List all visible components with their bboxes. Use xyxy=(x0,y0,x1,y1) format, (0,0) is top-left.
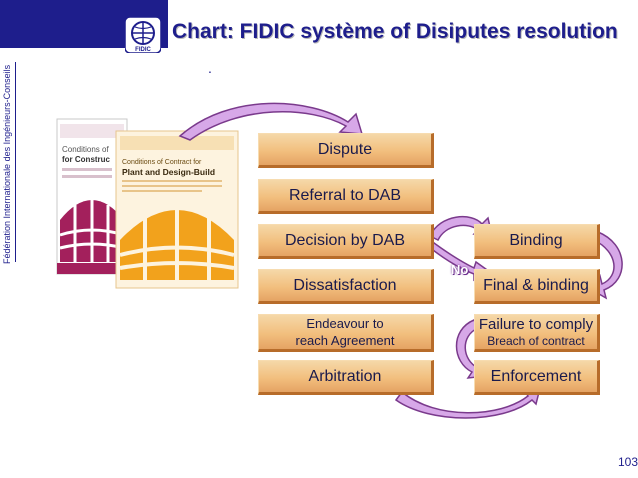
endeavour-box: Endeavour to reach Agreement xyxy=(258,314,434,352)
plant-design-build-cover: Conditions of Contract for Plant and Des… xyxy=(115,130,239,289)
front-cover-line1: Conditions of Contract for xyxy=(122,159,202,166)
no-label: No xyxy=(451,262,469,277)
construction-contract-cover: Conditions of for Construc xyxy=(56,118,128,275)
title-dot: . xyxy=(208,60,212,76)
page-title: Chart: FIDIC système of Disiputes resolu… xyxy=(172,20,618,43)
dispute-box: Dispute xyxy=(258,133,434,168)
dispute-label: Dispute xyxy=(317,140,373,158)
final-binding-label: Final & binding xyxy=(483,276,589,294)
endeavour-label-line1: Endeavour to xyxy=(306,316,384,331)
fidic-logo: FIDIC xyxy=(125,17,161,53)
binding-box: Binding xyxy=(474,224,600,259)
binding-label: Binding xyxy=(509,231,563,249)
back-cover-line2: for Construc xyxy=(62,155,111,164)
arbitration-to-enforcement-arrow xyxy=(394,387,541,419)
back-cover-line1: Conditions of xyxy=(62,145,109,154)
arbitration-box: Arbitration xyxy=(258,360,434,395)
failure-label-line2: Breach of contract xyxy=(487,333,585,348)
endeavour-label-line2: reach Agreement xyxy=(295,333,395,348)
front-cover-line2: Plant and Design-Build xyxy=(122,167,215,177)
enforcement-label: Enforcement xyxy=(490,367,582,385)
failure-box: Failure to comply Breach of contract xyxy=(474,314,600,352)
decision-box: Decision by DAB xyxy=(258,224,434,259)
sidebar-divider xyxy=(15,62,16,262)
dissatisfaction-label: Dissatisfaction xyxy=(293,276,397,294)
decision-label: Decision by DAB xyxy=(284,231,406,249)
referral-label: Referral to DAB xyxy=(288,186,402,204)
failure-label-line1: Failure to comply xyxy=(478,315,594,333)
arbitration-label: Arbitration xyxy=(308,367,382,385)
final-binding-box: Final & binding xyxy=(474,269,600,304)
dissatisfaction-box: Dissatisfaction xyxy=(258,269,434,304)
referral-box: Referral to DAB xyxy=(258,179,434,214)
logo-text: FIDIC xyxy=(135,47,151,53)
page-number: 103 xyxy=(618,455,638,469)
enforcement-box: Enforcement xyxy=(474,360,600,395)
